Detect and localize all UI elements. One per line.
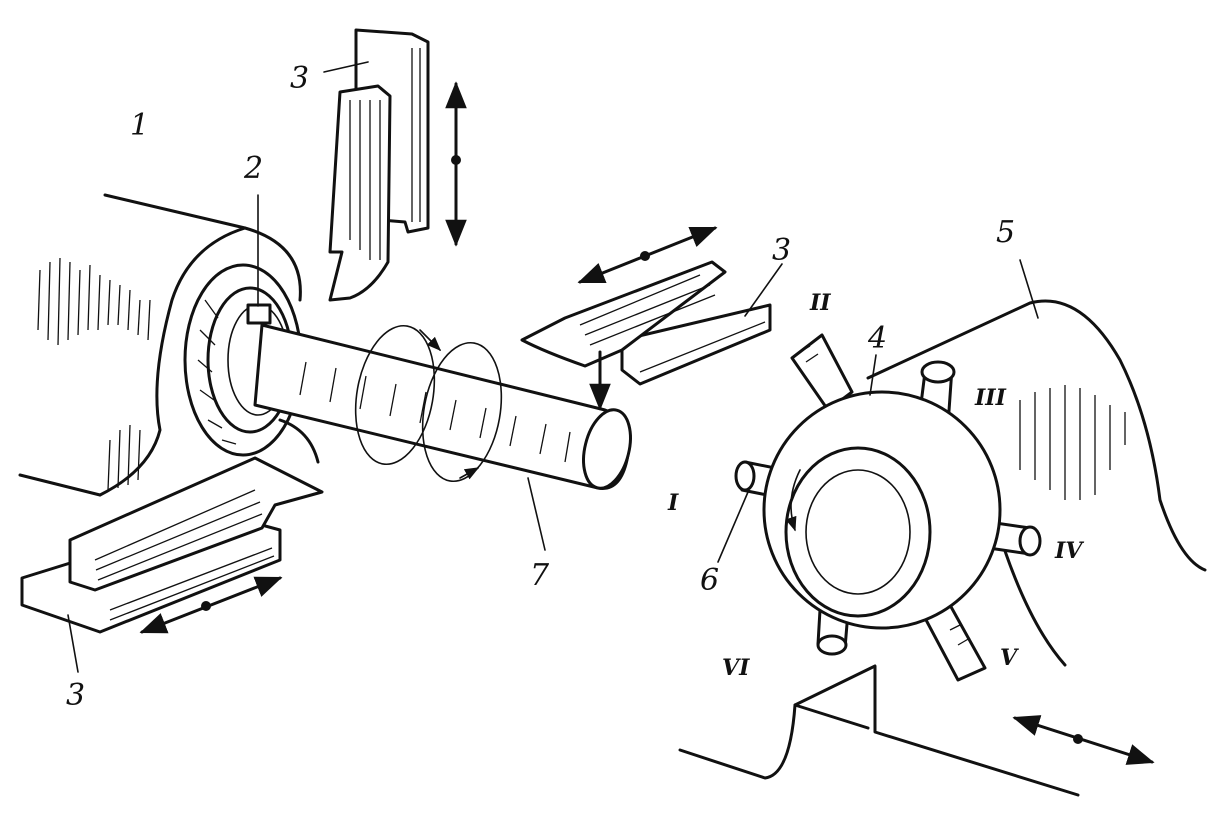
label-right-slide: 3 (772, 233, 791, 268)
right-slide-hatching (579, 274, 766, 373)
label-turret: 4 (867, 321, 887, 356)
turret-position-II: II (809, 290, 831, 316)
callout-labels: 1 2 3 3 3 4 5 6 7 (66, 61, 1015, 713)
turret-position-VI: VI (722, 655, 750, 681)
workpiece (253, 323, 632, 551)
turret-position-labels: I II III IV V VI (667, 290, 1084, 681)
turret-position-III: III (974, 385, 1007, 411)
flange-hatching (197, 299, 237, 445)
turret-position-I: I (667, 490, 679, 516)
top-slide-hatching (349, 48, 421, 260)
chuck-jaw (246, 194, 272, 325)
turret (734, 333, 1042, 682)
carriage-hatching (1019, 385, 1126, 500)
label-turret-carriage: 5 (996, 215, 1015, 250)
bottom-cross-slide (20, 456, 324, 673)
label-tool-holder: 6 (700, 563, 719, 598)
workpiece-hatching (299, 361, 571, 463)
label-top-slide: 3 (290, 61, 309, 96)
label-workpiece: 7 (530, 558, 550, 593)
turret-carriage (678, 259, 1207, 797)
headstock (18, 193, 320, 497)
turret-position-IV: IV (1054, 538, 1084, 564)
tool-holder-II (790, 333, 854, 412)
top-cross-slide (323, 28, 467, 302)
right-cross-slide (520, 226, 783, 411)
label-headstock: 1 (130, 108, 149, 143)
label-bottom-slide: 3 (66, 678, 85, 713)
label-chuck: 2 (243, 151, 263, 186)
turret-position-V: V (1000, 645, 1019, 671)
headstock-hatching (37, 257, 151, 491)
